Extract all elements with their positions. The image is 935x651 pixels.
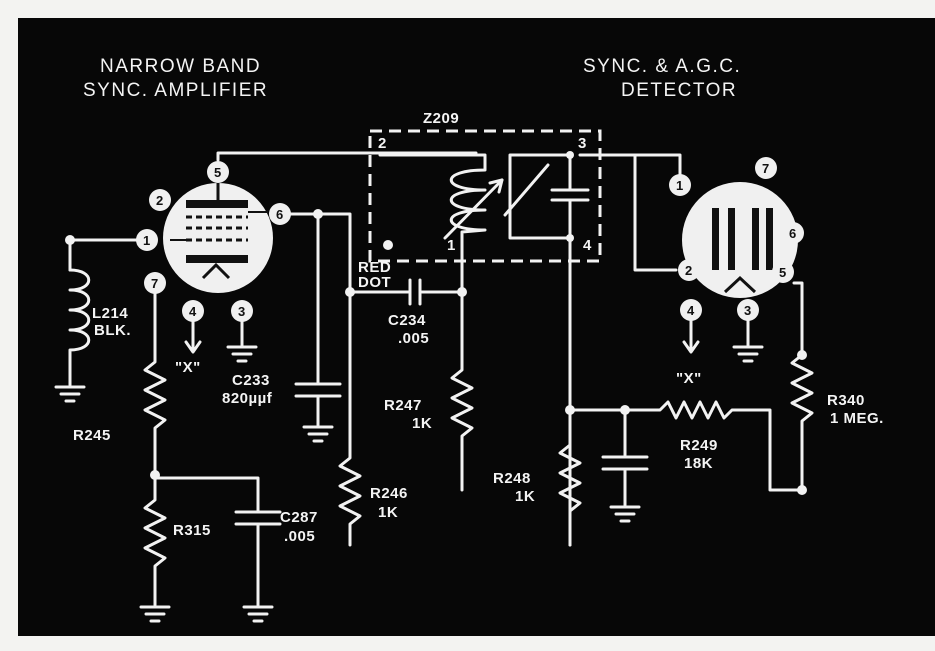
red-dot-label-1: RED [358,259,391,276]
r246-value: 1K [378,504,398,521]
secondary-tuning-arrow [503,163,550,217]
svg-text:4: 4 [687,303,695,318]
transformer-shield [368,129,602,263]
svg-text:6: 6 [789,226,796,241]
r248-value: 1K [515,488,535,505]
ground-symbol [242,605,274,623]
ground-symbol [226,345,258,363]
svg-text:7: 7 [151,276,158,291]
transformer-pin-2: 2 [378,135,387,152]
detector-plate-lead [578,153,678,272]
junction-dot [797,485,807,495]
transformer-pin-4: 4 [583,237,592,254]
r315-resistor [143,473,167,607]
arrow-x-left [184,340,202,354]
screen-lead [289,212,352,294]
ground-symbol [139,605,171,623]
secondary-loop [508,153,572,240]
r340-value: 1 MEG. [830,410,884,427]
right-tube-pins: 1 7 6 2 5 4 3 [669,157,804,321]
svg-text:6: 6 [276,207,283,222]
header-left-line1: NARROW BAND [100,56,261,77]
ground-symbol [54,385,86,403]
r340-return [738,408,804,492]
ground-symbol [302,425,334,443]
plate-lead [216,151,478,162]
svg-text:1: 1 [676,178,683,193]
r248-resistor [558,418,582,547]
c233-value: 820µµf [222,390,273,407]
junction-dot [565,405,575,415]
transformer-pin-3: 3 [578,135,587,152]
left-tube-internals [170,183,268,280]
transformer-label: Z209 [423,110,459,127]
x-marker-right: "X" [676,370,702,387]
header-left-line2: SYNC. AMPLIFIER [83,80,268,101]
svg-text:5: 5 [214,165,221,180]
svg-text:4: 4 [189,304,197,319]
schematic-board [18,18,935,636]
c234-value: .005 [398,330,429,347]
r247-resistor [450,290,474,492]
svg-text:5: 5 [779,265,786,280]
transformer-pin-1: 1 [447,237,456,254]
grid-lead [68,238,138,272]
ground-symbol [732,345,764,363]
arrow-x-right [682,340,700,354]
r340-resistor [790,281,814,492]
detector-pin1-lead [633,153,682,176]
r248-label: R248 [493,470,531,487]
primary-tuning-arrow [443,178,504,240]
junction-dot [65,235,75,245]
r340-label: R340 [827,392,865,409]
red-dot-label-2: DOT [358,274,391,291]
c287-label: C287 [280,509,318,526]
c287-value: .005 [284,528,315,545]
junction-dot [566,151,574,159]
svg-text:3: 3 [238,304,245,319]
svg-text:2: 2 [156,193,163,208]
svg-text:2: 2 [685,263,692,278]
r249-value: 18K [684,455,713,472]
l214-label: L214 [92,305,128,322]
l214-value: BLK. [94,322,131,339]
c287-lead [153,476,260,512]
primary-tuning-arrow-head [488,178,504,194]
junction-dot [566,234,574,242]
c233-label: C233 [232,372,270,389]
r245-label: R245 [73,427,111,444]
r245-resistor [143,292,167,477]
header-right-line1: SYNC. & A.G.C. [583,56,741,77]
r247-label: R247 [384,397,422,414]
ground-symbol [609,505,641,523]
left-tube-envelope [163,183,273,293]
r315-label: R315 [173,522,211,539]
header-right-line2: DETECTOR [621,80,737,101]
svg-text:7: 7 [762,161,769,176]
transformer-primary-coil [378,153,487,294]
r249-label: R249 [680,437,718,454]
r246-resistor [338,290,362,547]
x-marker-left: "X" [175,359,201,376]
r249-resistor [568,400,742,420]
right-tube-internals [712,208,773,294]
svg-text:3: 3 [744,303,751,318]
r246-label: R246 [370,485,408,502]
left-tube-pins: 5 2 1 7 4 3 6 [136,161,291,322]
r247-value: 1K [412,415,432,432]
l214-coil [68,268,91,387]
junction-dot [797,350,807,360]
red-dot-marker [383,240,393,250]
c234-label: C234 [388,312,426,329]
svg-text:1: 1 [143,233,150,248]
